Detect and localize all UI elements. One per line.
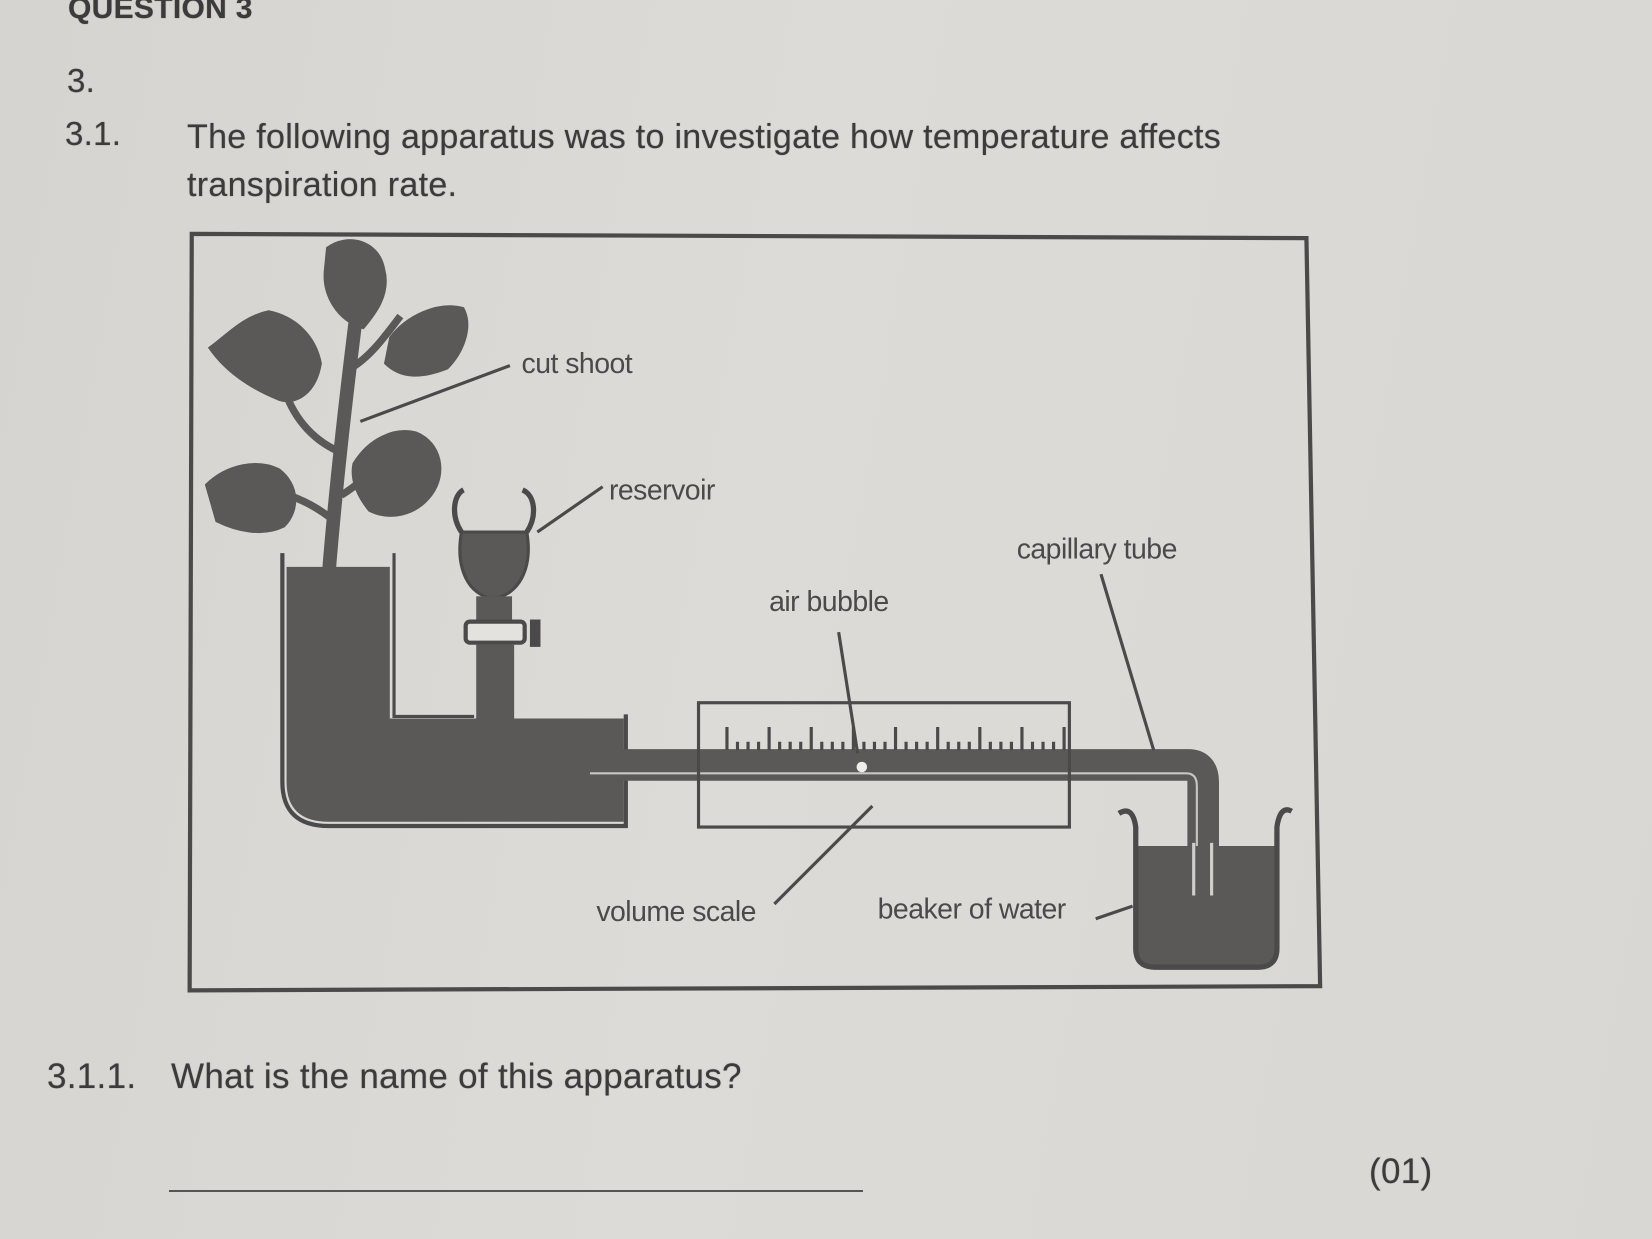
reservoir — [451, 487, 541, 647]
label-volume-scale: volume scale — [596, 896, 756, 928]
leaf — [351, 430, 442, 517]
vessel — [280, 553, 628, 829]
leaf — [204, 463, 297, 533]
question-number: 3. — [67, 62, 96, 99]
diagram-frame — [187, 231, 1323, 993]
leaf — [383, 305, 469, 377]
scale-ticks — [725, 726, 1066, 751]
sub-question-text-line1: The following apparatus was to investiga… — [187, 118, 1222, 156]
question-3-1-1-number: 3.1.1. — [47, 1057, 137, 1096]
label-pointers — [359, 364, 1156, 921]
label-reservoir: reservoir — [609, 474, 715, 506]
volume-scale — [696, 701, 1071, 829]
label-beaker-of-water: beaker of water — [878, 894, 1066, 926]
capillary-tube — [568, 749, 1219, 896]
question-3-1-1-text: What is the name of this apparatus? — [171, 1057, 742, 1096]
sub-question-text-line2: transpiration rate. — [187, 166, 458, 204]
leaf — [323, 239, 387, 330]
label-cut-shoot: cut shoot — [522, 348, 633, 380]
leaf — [207, 310, 322, 403]
air-bubble — [856, 761, 868, 773]
tap — [463, 619, 527, 645]
label-air-bubble: air bubble — [769, 586, 889, 618]
cut-shoot-plant — [204, 239, 469, 575]
sub-question-number: 3.1. — [65, 115, 122, 152]
label-capillary-tube: capillary tube — [1017, 533, 1177, 565]
question-heading: QUESTION 3 — [68, 0, 253, 25]
tap-handle — [529, 619, 541, 647]
marks: (01) — [1369, 1152, 1433, 1191]
answer-line[interactable] — [169, 1190, 863, 1192]
beaker-of-water — [1117, 807, 1293, 970]
